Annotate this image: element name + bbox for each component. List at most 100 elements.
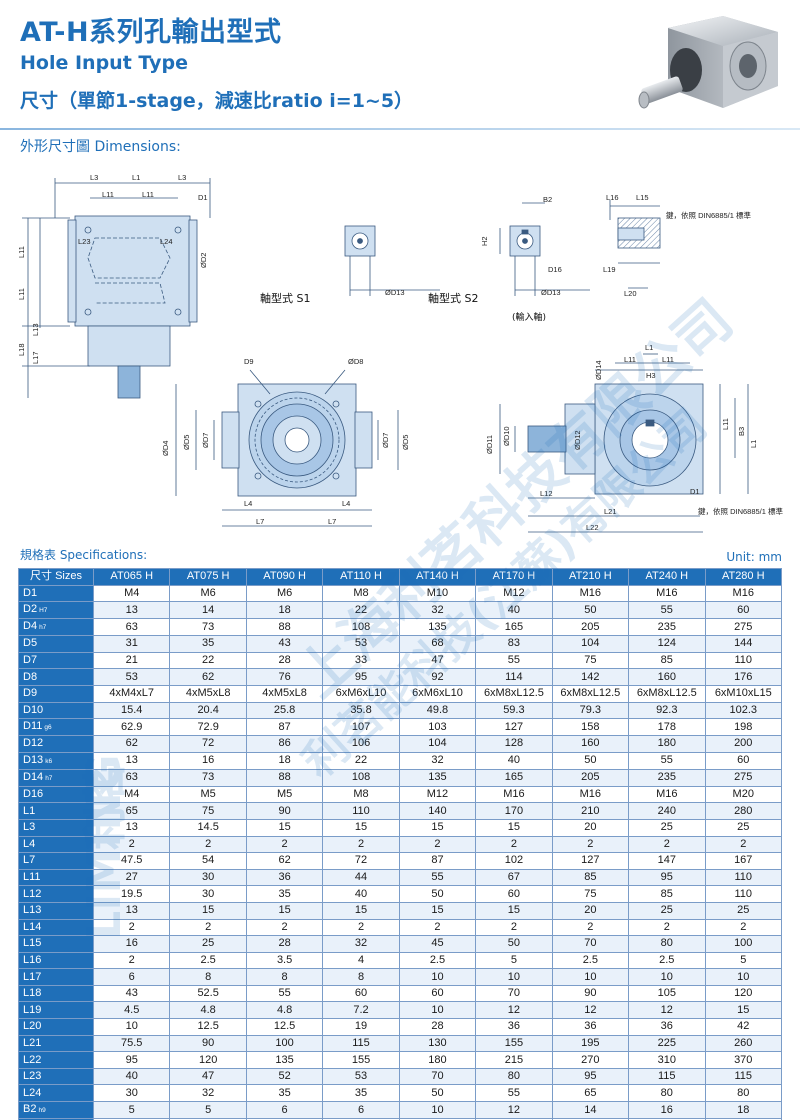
spec-cell: 60: [322, 984, 400, 1003]
spec-row-name: L21: [23, 1036, 42, 1049]
spec-row-label: L19: [18, 1001, 94, 1020]
spec-cell: 155: [322, 1051, 400, 1069]
spec-cell: 210: [551, 802, 630, 820]
spec-cell: 195: [551, 1034, 630, 1053]
spec-cell: 50: [398, 1084, 477, 1103]
spec-cell: M8: [322, 785, 400, 804]
dim-label-d7-right: ØD7: [381, 432, 390, 448]
spec-cell: 12: [475, 1001, 553, 1020]
spec-cell: 92: [398, 668, 477, 686]
dim-label-d5-right: ØD5: [401, 434, 410, 450]
spec-column-header: AT170 H: [475, 568, 553, 586]
spec-cell: 5: [475, 951, 553, 970]
shaft-s1-end: [344, 225, 376, 257]
spec-cell: 15: [704, 1001, 782, 1020]
input-shaft-label: (輸入軸): [512, 313, 547, 323]
dim-label-l12: L12: [540, 489, 553, 498]
spec-cell: 80: [628, 1084, 706, 1103]
spec-row-label: L16: [18, 951, 94, 970]
spec-cell: 79.3: [551, 701, 630, 720]
spec-cell: 47: [169, 1067, 247, 1086]
spec-cell: 45: [398, 935, 477, 953]
spec-row-name: D12: [23, 737, 44, 750]
spec-cell: 2: [169, 918, 247, 937]
spec-cell: M16: [628, 785, 706, 804]
spec-cell: 10: [628, 968, 706, 986]
spec-row-name: L3: [23, 821, 36, 834]
dim-label-b2: B2: [543, 195, 553, 204]
dim-label-d4: ØD4: [161, 440, 170, 456]
spec-cell: M5: [169, 785, 247, 804]
spec-cell: 75.5: [92, 1034, 171, 1053]
spec-cell: 47: [398, 651, 477, 670]
spec-cell: 63: [92, 618, 171, 637]
spec-row-name: D7: [23, 654, 38, 667]
spec-cell: 60: [475, 885, 553, 903]
spec-cell: 40: [475, 751, 553, 770]
spec-cell: 70: [398, 1067, 477, 1086]
dim-label-d5: ØD5: [182, 434, 191, 450]
spec-cell: 120: [169, 1051, 247, 1069]
spec-row-label: L21: [18, 1034, 94, 1053]
spec-cell: 90: [551, 984, 630, 1003]
spec-cell: 53: [92, 668, 171, 686]
spec-cell: 80: [704, 1084, 782, 1103]
dim-label-l11-top-2: L11: [662, 355, 674, 364]
spec-cell: 8: [322, 968, 400, 986]
spec-row-name: L20: [23, 1020, 42, 1033]
spec-cell: 62: [169, 668, 247, 686]
spec-cell: 25: [628, 818, 706, 837]
spec-cell: 60: [704, 751, 782, 770]
spec-cell: 62: [245, 852, 324, 870]
spec-cell: 275: [704, 618, 782, 637]
spec-cell: 4.8: [169, 1001, 247, 1020]
dim-label-d12: ØD12: [573, 430, 582, 450]
spec-cell: 115: [704, 1067, 782, 1086]
spec-row-tolerance: g6: [44, 724, 52, 732]
dim-label-d13: ØD13: [385, 288, 405, 297]
spec-cell: 2: [628, 918, 706, 937]
spec-cell: 15: [245, 901, 324, 920]
spec-cell: 2: [322, 918, 400, 937]
spec-cell: 2: [398, 835, 477, 854]
spec-cell: 10: [398, 1001, 477, 1020]
spec-cell: 127: [475, 718, 553, 737]
spec-row-label: L14: [18, 918, 94, 937]
spec-cell: 36: [475, 1018, 553, 1036]
spec-cell: 4.8: [245, 1001, 324, 1020]
spec-cell: 63: [92, 768, 171, 787]
spec-cell: 160: [628, 668, 706, 686]
spec-row-label: L3: [18, 818, 94, 837]
spec-cell: 60: [704, 601, 782, 620]
spec-cell: 72: [169, 735, 247, 753]
spec-cell: M16: [551, 584, 630, 603]
spec-cell: 28: [398, 1018, 477, 1036]
gearbox-product-photo: [638, 16, 778, 109]
spec-cell: 87: [398, 852, 477, 870]
spec-cell: 4xM5xL8: [169, 684, 247, 703]
spec-cell: 215: [475, 1051, 553, 1069]
spec-cell: 67: [475, 868, 553, 887]
spec-cell: 18: [245, 601, 324, 620]
spec-cell: 30: [169, 885, 247, 903]
spec-cell: 73: [169, 618, 247, 637]
spec-cell: 53: [322, 635, 400, 653]
spec-cell: 90: [169, 1034, 247, 1053]
spec-cell: 27: [92, 868, 171, 887]
spec-cell: 6xM6xL10: [398, 684, 477, 703]
spec-row-label: D1: [18, 584, 94, 603]
spec-cell: 280: [704, 802, 782, 820]
spec-cell: 33: [322, 651, 400, 670]
spec-header-sizes: 尺寸 Sizes: [18, 568, 94, 586]
spec-cell: 16: [628, 1118, 706, 1120]
spec-cell: 80: [475, 1067, 553, 1086]
dim-label-d14: ØD14: [594, 360, 603, 380]
spec-cell: M10: [398, 584, 477, 603]
spec-cell: 68: [398, 635, 477, 653]
spec-cell: 124: [628, 635, 706, 653]
